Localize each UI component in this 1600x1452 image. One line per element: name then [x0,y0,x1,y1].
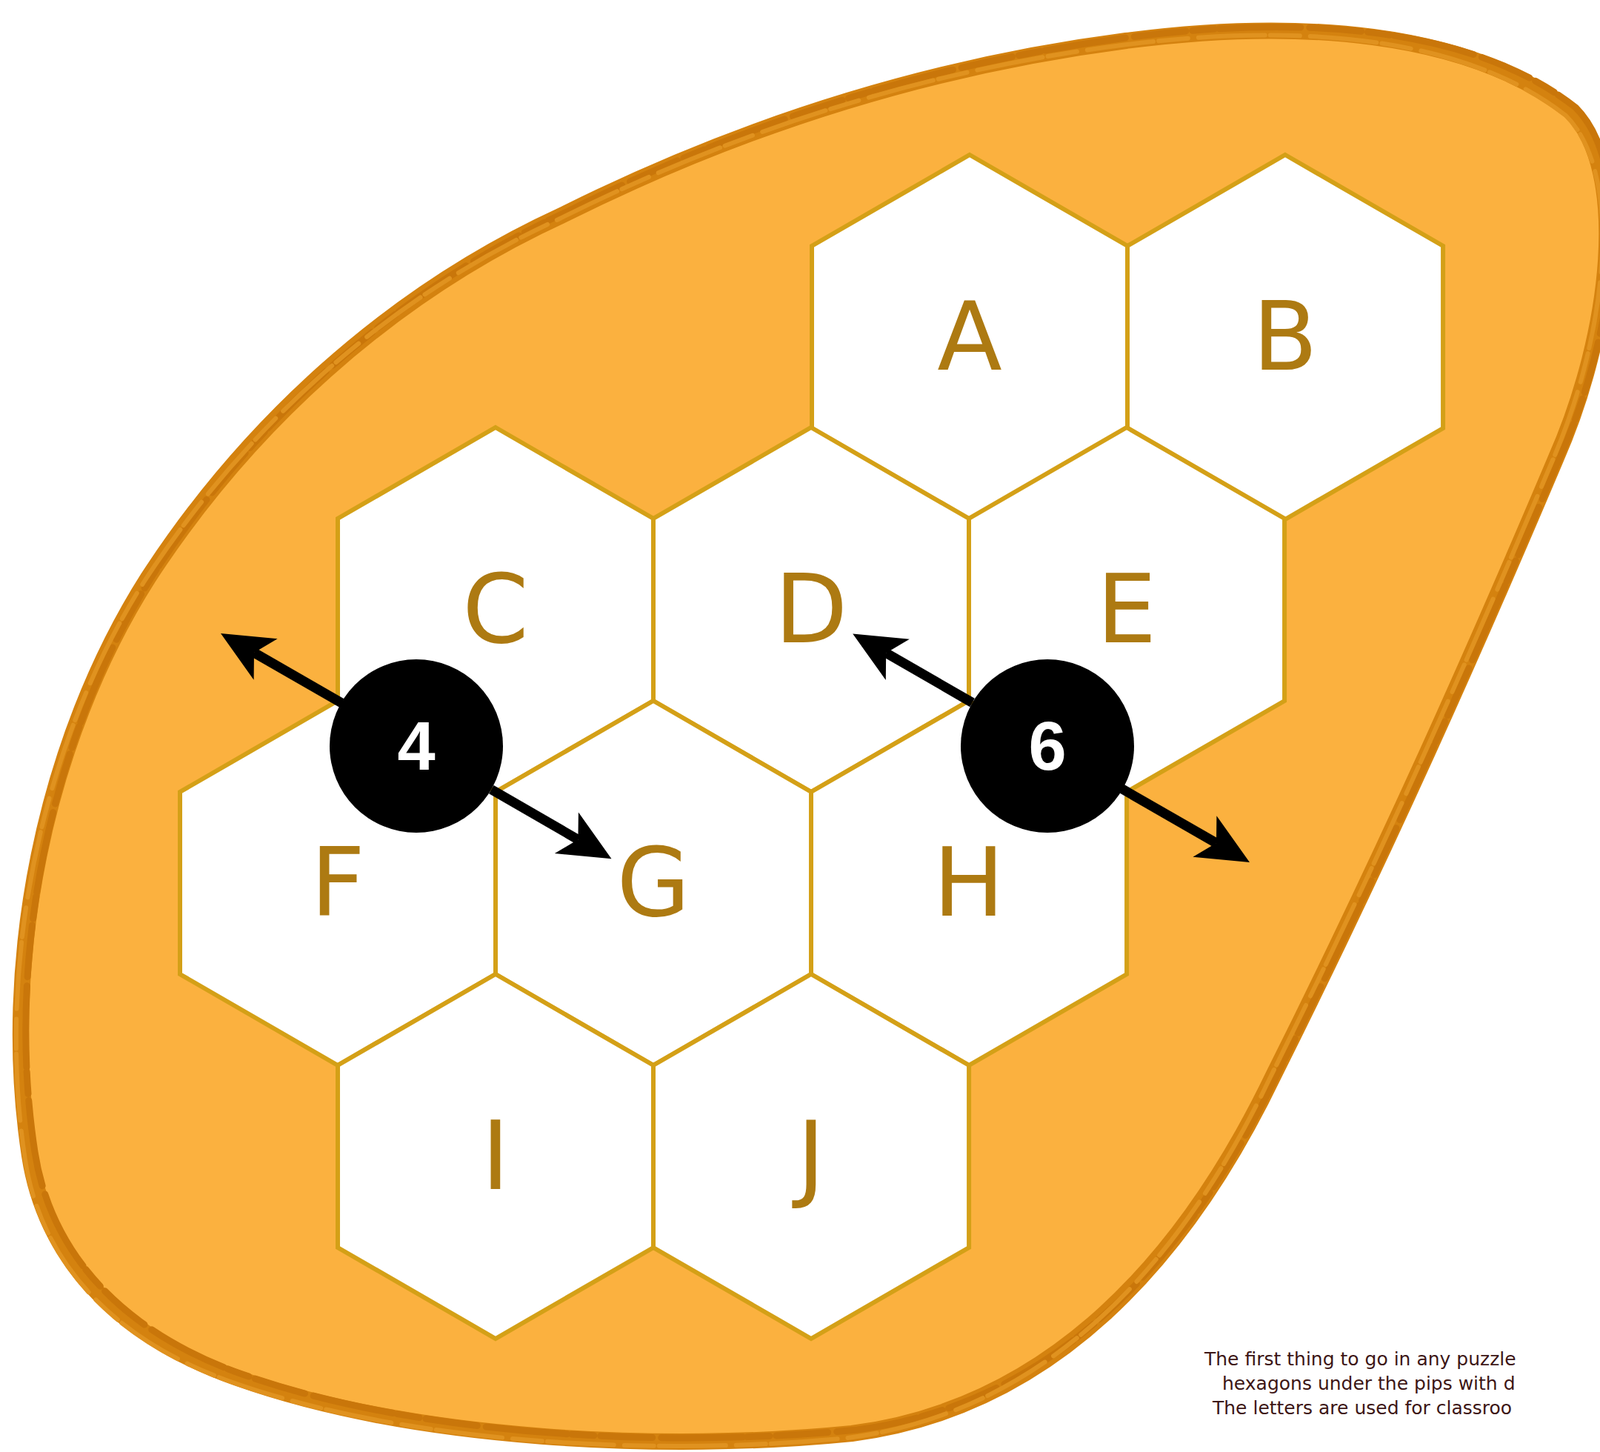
hex-cell: F [180,700,496,1066]
cell-letter: C [462,562,529,658]
pip-circle: 4 [329,659,503,833]
cell-letter: J [797,1108,826,1204]
hex-cell: G [495,700,812,1066]
cell-letter: B [1252,289,1318,385]
hex-cell: A [811,154,1128,520]
pip-circle: 6 [960,659,1135,833]
hex-shape [653,974,969,1339]
pip-disc [960,659,1135,833]
pip-disc [329,659,503,833]
note-text: The first thing to go in any puzzle [1204,1348,1517,1371]
hex-cell: I [337,974,654,1339]
cell-letter: H [933,835,1005,931]
cell-letter: F [310,835,366,931]
pip-number: 4 [397,711,435,780]
hex-shape [337,974,654,1339]
direction-arrow-head [1192,815,1250,863]
pip-number: 6 [1028,711,1066,780]
hex-cell: D [653,427,969,792]
note-text: hexagons under the pips with d [1222,1372,1516,1395]
cell-letter: D [774,562,849,658]
blob-brush-edge [16,34,1600,1446]
hex-cell: B [1127,154,1443,520]
hex-cell: J [653,974,969,1339]
blob-brush-edge [25,26,1600,1438]
direction-arrow-head [220,633,278,680]
hex-cell: H [811,700,1127,1066]
blob-shape [20,30,1600,1441]
cell-letter: E [1097,562,1158,658]
note-text: The letters are used for classroo [1212,1397,1512,1420]
cell-letter: G [616,835,690,931]
cell-letter: I [481,1108,510,1204]
cell-letter: A [937,289,1003,385]
